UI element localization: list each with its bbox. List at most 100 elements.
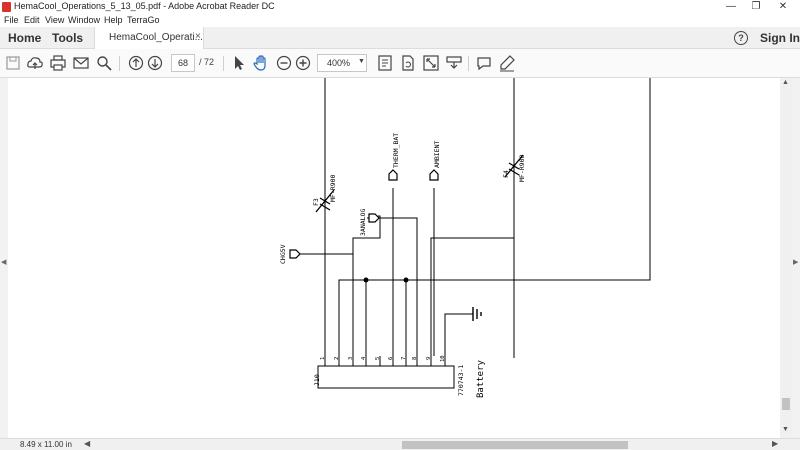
junction-dot	[363, 277, 369, 283]
rotate-page-icon[interactable]	[399, 54, 417, 72]
fuse-f3-symbol	[315, 189, 335, 213]
pin-number: 4	[361, 356, 367, 360]
close-button[interactable]: ✕	[778, 1, 788, 12]
wire-ground	[444, 313, 473, 356]
label-analog: 3ANALOG	[359, 209, 367, 236]
scroll-up-icon[interactable]: ▲	[782, 79, 789, 86]
chg5v-port	[289, 249, 301, 259]
vertical-scrollbar[interactable]: ▲ ▼	[780, 78, 792, 438]
menu-edit[interactable]: Edit	[24, 15, 40, 25]
menu-bar: File Edit View Window Help TerraGo	[0, 14, 800, 27]
page-total: / 72	[199, 57, 215, 67]
menu-file[interactable]: File	[4, 15, 19, 25]
page-number-input[interactable]	[171, 54, 195, 72]
window-title: HemaCool_Operations_5_13_05.pdf - Adobe …	[14, 1, 275, 11]
toolbar-divider	[468, 56, 469, 71]
label-f3-part: MF-R900	[329, 175, 337, 202]
analog-port	[368, 213, 380, 223]
label-j10: J10	[313, 374, 321, 386]
full-screen-icon[interactable]	[422, 54, 440, 72]
email-icon[interactable]	[72, 54, 90, 72]
print-icon[interactable]	[49, 54, 67, 72]
connector-pin-stubs	[324, 356, 446, 366]
pdf-page[interactable]: THERM_BAT AMBIENT F4 MF-R900 F3 MF-R900 …	[8, 78, 780, 438]
sign-in-button[interactable]: Sign In	[760, 31, 800, 45]
right-panel-toggle[interactable]: ▶	[792, 78, 800, 438]
pin-number: 5	[375, 357, 381, 360]
chevron-down-icon: ▼	[358, 58, 365, 65]
label-f3: F3	[312, 198, 320, 206]
menu-window[interactable]: Window	[68, 15, 101, 25]
pin-number: 3	[348, 357, 354, 360]
highlight-pen-icon[interactable]	[498, 54, 516, 72]
menu-view[interactable]: View	[45, 15, 65, 25]
therm-bat-port	[388, 169, 398, 181]
horizontal-scroll-thumb[interactable]	[402, 441, 628, 449]
expand-right-icon: ▶	[793, 259, 799, 266]
search-icon[interactable]	[95, 54, 113, 72]
tab-home[interactable]: Home	[8, 31, 42, 45]
help-icon[interactable]: ?	[734, 31, 748, 45]
zoom-value: 400%	[327, 58, 351, 68]
pin-number: 8	[412, 357, 418, 360]
fit-page-icon[interactable]	[376, 54, 394, 72]
previous-page-icon[interactable]	[127, 54, 145, 72]
label-f4: F4	[502, 170, 510, 178]
minimize-button[interactable]: —	[726, 1, 736, 12]
pin-number: 2	[334, 357, 340, 360]
comment-icon[interactable]	[475, 54, 493, 72]
scroll-mode-icon[interactable]	[445, 54, 463, 72]
zoom-dropdown[interactable]: 400% ▼	[317, 54, 367, 72]
tab-bar: Home Tools HemaCool_Operati... × ? Sign …	[0, 27, 800, 49]
wire-analog	[352, 215, 381, 356]
schematic-drawing: THERM_BAT AMBIENT F4 MF-R900 F3 MF-R900 …	[279, 78, 651, 398]
label-chg5v: CHG5V	[279, 244, 287, 264]
wire-pin2	[338, 78, 651, 356]
tab-tools[interactable]: Tools	[52, 31, 84, 45]
pin-number: 9	[426, 357, 432, 360]
toolbar: / 72 400% ▼	[0, 49, 800, 78]
label-therm-bat: THERM_BAT	[392, 133, 400, 168]
document-area[interactable]: ◀	[0, 78, 800, 438]
vertical-scroll-thumb[interactable]	[782, 398, 790, 410]
close-tab-icon[interactable]: ×	[195, 31, 201, 42]
tab-document[interactable]: HemaCool_Operati... ×	[94, 27, 204, 49]
restore-button[interactable]: ❐	[751, 1, 761, 12]
hand-tool-icon[interactable]	[252, 54, 270, 72]
connector-j10	[317, 365, 455, 389]
label-part-number: 770743-1	[457, 365, 465, 396]
pin-number: 6	[388, 357, 394, 360]
label-f4-part: MF-R900	[518, 155, 526, 182]
scroll-left-icon[interactable]: ◀	[84, 439, 91, 448]
document-tab-label: HemaCool_Operati...	[109, 32, 203, 43]
wire-pin9	[430, 237, 514, 356]
cloud-upload-icon[interactable]	[26, 54, 44, 72]
ground-symbol	[472, 307, 482, 321]
title-bar: HemaCool_Operations_5_13_05.pdf - Adobe …	[0, 0, 800, 14]
menu-help[interactable]: Help	[104, 15, 123, 25]
junction-dot	[403, 277, 409, 283]
toolbar-divider	[119, 56, 120, 71]
next-page-icon[interactable]	[146, 54, 164, 72]
scroll-right-icon[interactable]: ▶	[772, 439, 779, 448]
pin-number: 10	[440, 355, 446, 362]
fuse-f4-symbol	[504, 154, 524, 178]
ambient-port	[429, 169, 439, 181]
page-size-label: 8.49 x 11.00 in	[20, 440, 72, 449]
zoom-in-icon[interactable]	[294, 54, 312, 72]
wire-analog-branch	[367, 217, 418, 356]
zoom-out-icon[interactable]	[275, 54, 293, 72]
pin-number: 7	[401, 357, 407, 360]
status-bar: 8.49 x 11.00 in ◀ ▶	[0, 438, 800, 450]
menu-terrago[interactable]: TerraGo	[127, 15, 160, 25]
pdf-app-icon	[2, 2, 11, 12]
label-battery: Battery	[476, 359, 486, 398]
left-panel-toggle[interactable]: ◀	[0, 78, 8, 438]
schematic-wires	[300, 78, 651, 358]
label-ambient: AMBIENT	[433, 141, 441, 168]
pin-number: 1	[320, 357, 326, 360]
expand-left-icon: ◀	[1, 259, 7, 266]
scroll-down-icon[interactable]: ▼	[782, 426, 789, 433]
select-cursor-icon[interactable]	[230, 54, 248, 72]
save-icon[interactable]	[4, 54, 22, 72]
